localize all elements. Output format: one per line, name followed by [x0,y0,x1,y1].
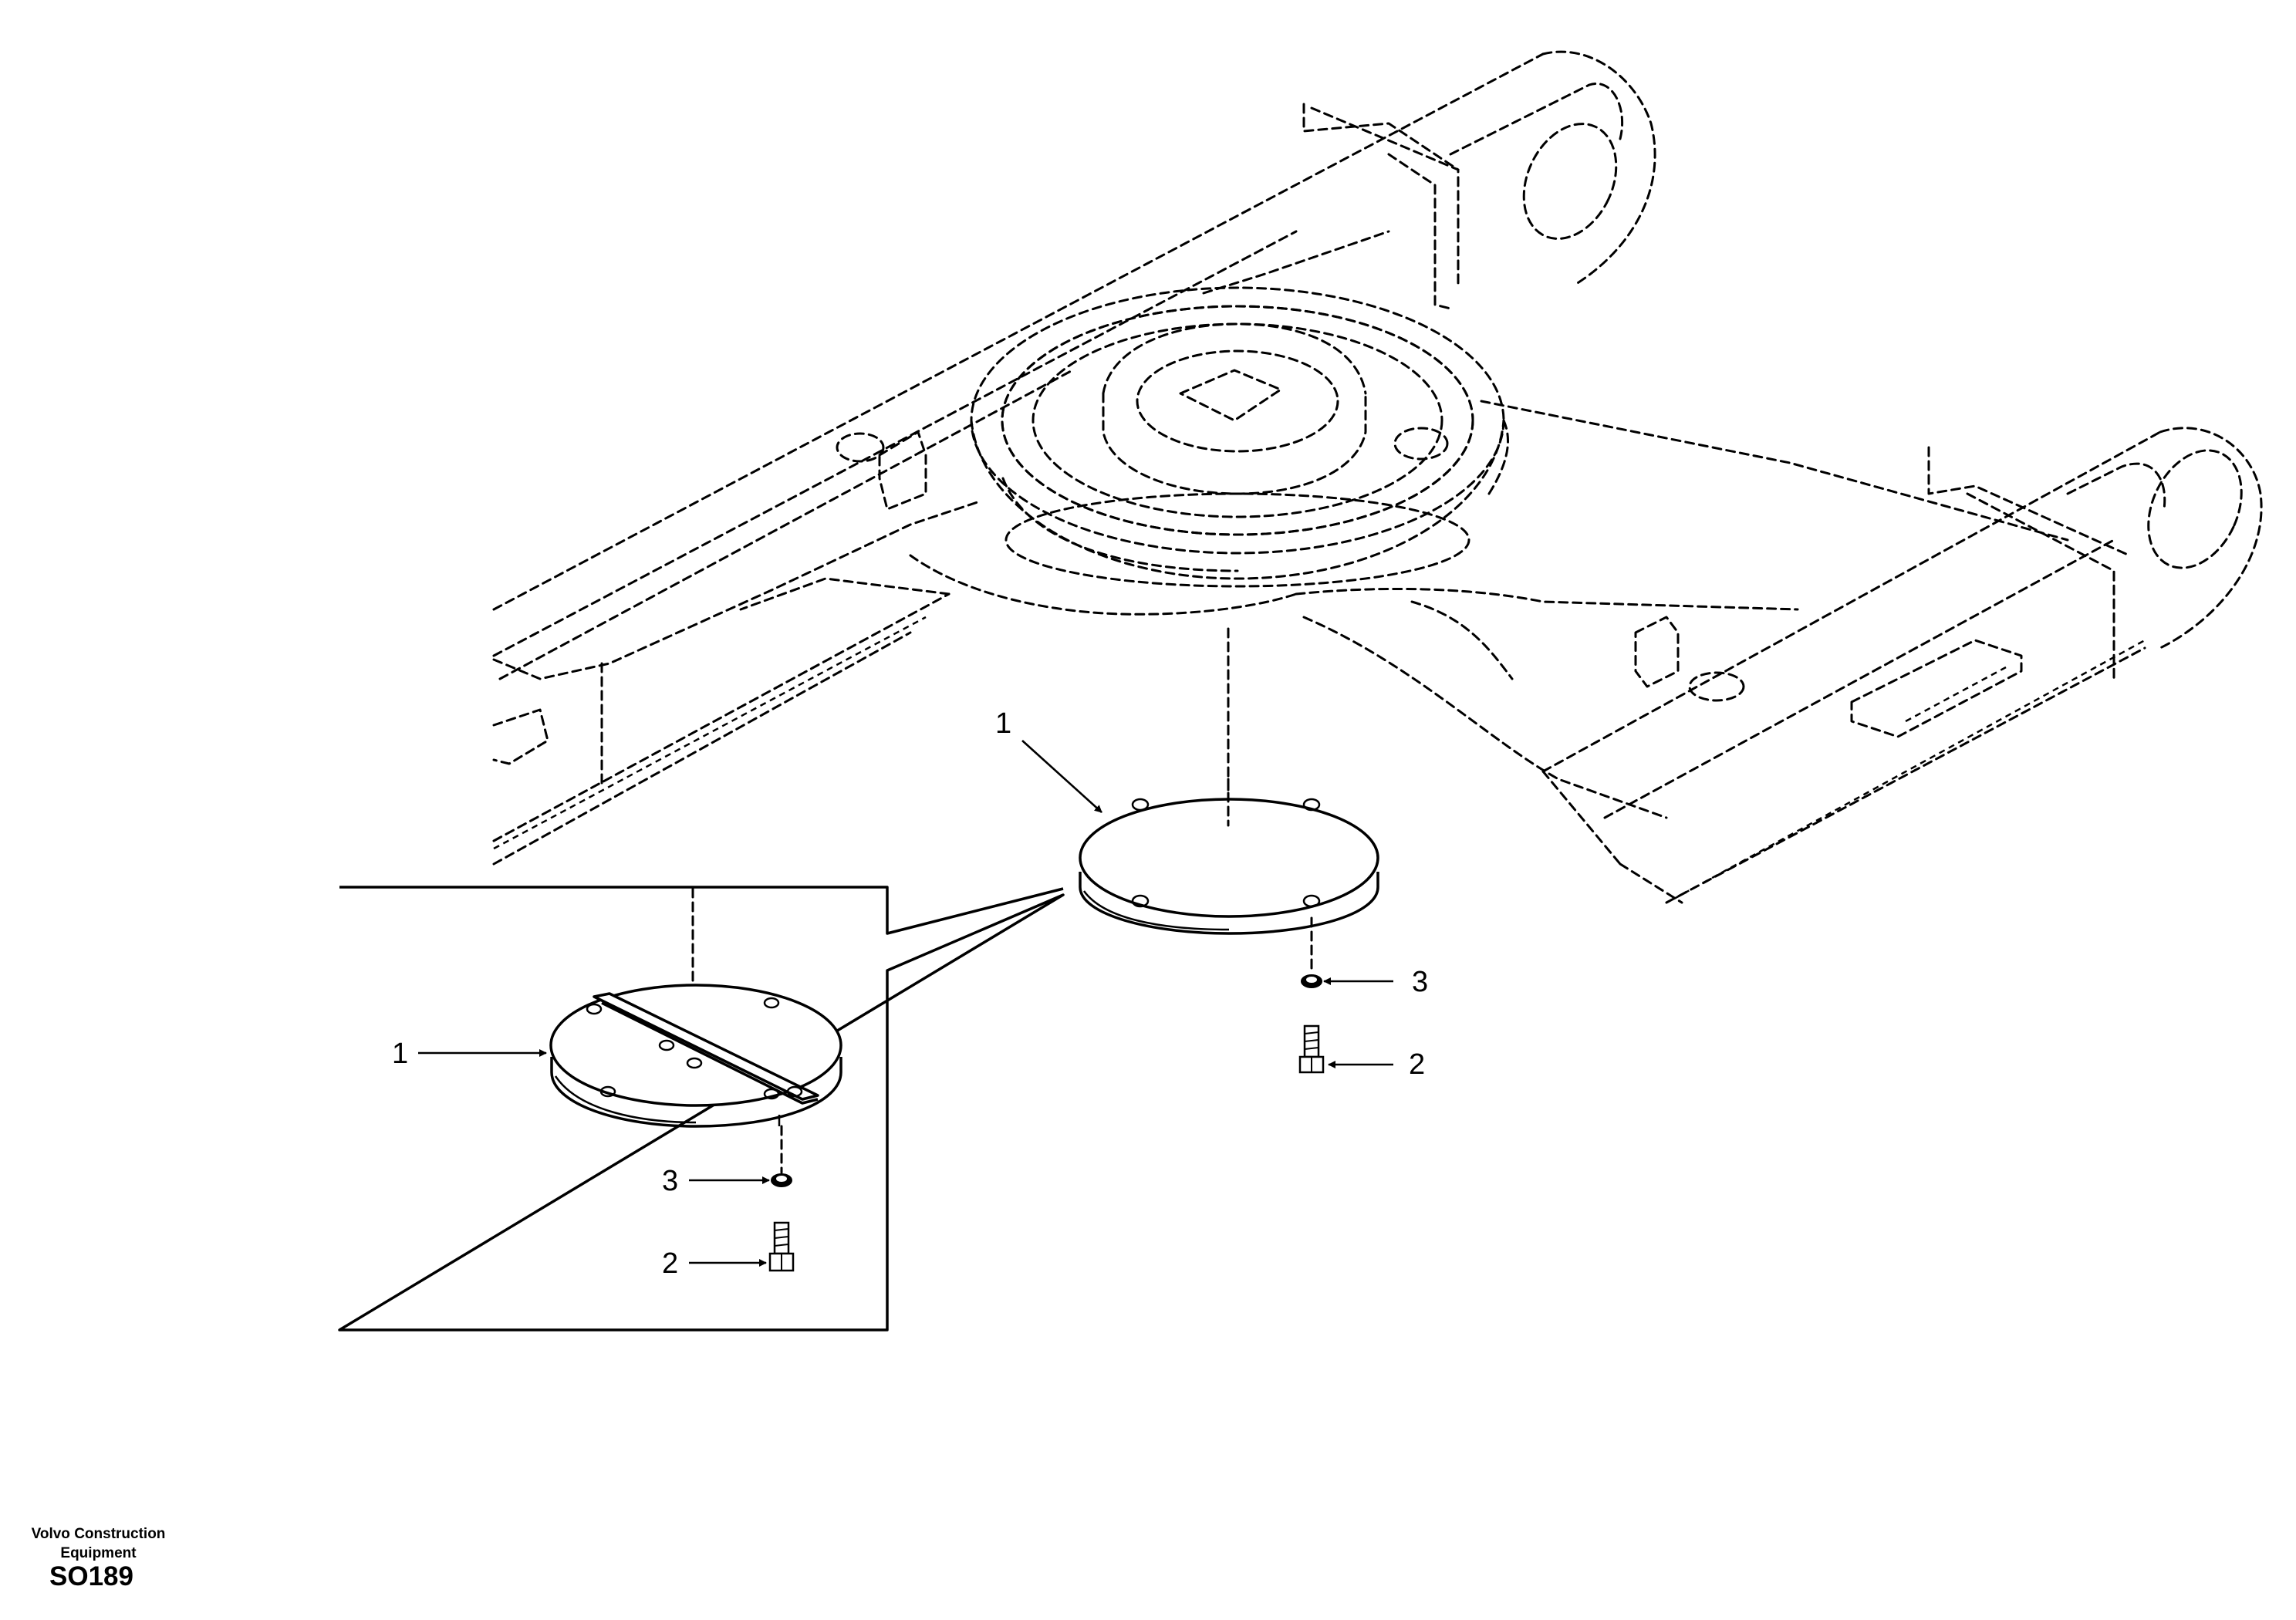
drawing-code: SO189 [49,1561,133,1591]
callout-washer-detail: 3 [662,1165,678,1197]
cover-plate-split [549,984,842,1128]
bolt-detail [768,1221,795,1272]
slewing-ring [970,286,1509,588]
detail-inset [338,886,1065,1331]
cover-bolt-holes [1131,798,1321,908]
leader-lines [418,740,1393,1267]
callout-washer-main: 3 [1412,966,1428,998]
callout-bolt-detail: 2 [662,1247,678,1280]
manufacturer-label: Volvo Construction Equipment [31,1526,166,1561]
callout-cover-detail: 1 [392,1038,408,1070]
bolt-main [1298,1024,1325,1074]
split-cover-bolt-holes [586,997,803,1100]
washer-detail [771,1173,792,1187]
undercarriage-frame [492,50,2263,904]
washer-main [1301,974,1322,988]
callout-bolt-main: 2 [1409,1048,1425,1081]
cover-plate-main [1079,778,1379,935]
callout-cover-main: 1 [995,707,1011,740]
